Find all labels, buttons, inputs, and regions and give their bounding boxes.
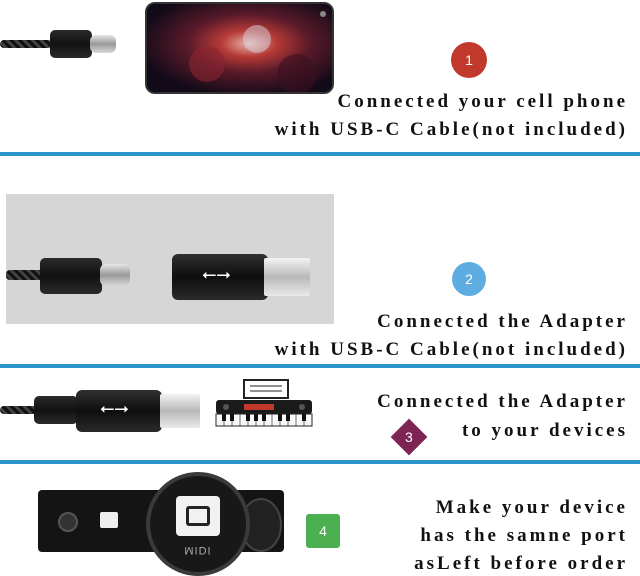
- step-2-badge: 2: [452, 262, 486, 296]
- usb-c-to-b-adapter: [76, 390, 162, 432]
- usb-c-plug-body: [34, 396, 78, 424]
- step-2-caption-line2: with USB-C Cable(not included): [274, 339, 628, 360]
- step-1-section: 1 Connected your cell phone with USB-C C…: [0, 0, 640, 152]
- usb-c-cable: [0, 406, 40, 414]
- usb-c-plug-tip: [100, 264, 130, 286]
- usb-icon: ⭠⭢: [202, 264, 231, 285]
- step-2-number: 2: [465, 271, 473, 287]
- step-4-caption-line2: has the samne port: [420, 525, 628, 546]
- divider-1: [0, 152, 640, 156]
- usb-c-plug-body: [40, 258, 102, 294]
- step-3-badge: 3: [390, 418, 428, 456]
- step-4-caption-line3: asLeft before order: [414, 553, 628, 574]
- step-1-caption-line1: Connected your cell phone: [337, 91, 628, 112]
- step-2-section: ⭠⭢ 2 Connected the Adapter with USB-C Ca…: [0, 156, 640, 364]
- electronic-keyboard-image: [215, 379, 313, 427]
- step-1-badge: 1: [451, 42, 487, 78]
- step-3-section: ⭠⭢ Connected the Adapter 3 to your devic…: [0, 368, 640, 460]
- usb-c-plug-body: [50, 30, 92, 58]
- step-3-caption-line1: Connected the Adapter: [377, 391, 628, 412]
- usb-b-connector: [264, 258, 310, 296]
- usb-icon: ⭠⭢: [100, 398, 129, 419]
- usb-c-cable: [0, 40, 52, 48]
- usb-b-port-magnified: [176, 496, 220, 536]
- usb-c-cable: [6, 270, 50, 280]
- step-1-number: 1: [465, 52, 473, 68]
- usb-b-connector: [160, 394, 200, 428]
- step-1-caption-line2: with USB-C Cable(not included): [274, 119, 628, 140]
- usb-c-to-b-adapter: [172, 254, 268, 300]
- step-3-caption-line2: to your devices: [461, 420, 628, 441]
- divider-3: [0, 460, 640, 464]
- divider-2: [0, 364, 640, 368]
- step-4-number: 4: [319, 523, 327, 539]
- step-4-badge: 4: [306, 514, 340, 548]
- step-3-number: 3: [405, 428, 413, 445]
- audio-jack: [58, 512, 78, 532]
- step-4-section: MIDI 4 Make your device has the samne po…: [0, 464, 640, 576]
- magnified-port-circle: MIDI: [146, 472, 250, 576]
- nebula-wallpaper: [147, 4, 332, 92]
- phone-image: [145, 2, 334, 94]
- midi-label: MIDI: [184, 544, 212, 556]
- usb-c-plug-tip: [90, 35, 116, 53]
- step-2-caption-line1: Connected the Adapter: [377, 311, 628, 332]
- step-4-caption-line1: Make your device: [435, 497, 628, 518]
- small-usb-b-port: [100, 512, 118, 528]
